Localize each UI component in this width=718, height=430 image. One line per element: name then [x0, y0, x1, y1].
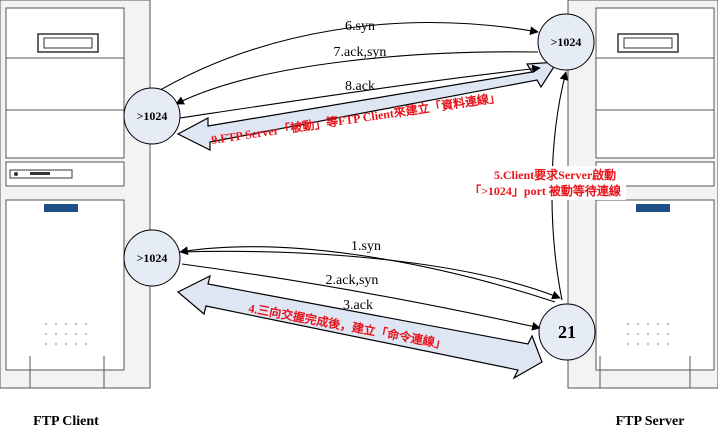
server-caption: FTP Server: [616, 414, 685, 429]
edge-7-ack-syn: [175, 51, 539, 105]
edge-label-8-ack: 8.ack: [345, 79, 375, 94]
edge-label-7-ack-syn: 7.ack,syn: [334, 45, 387, 60]
edge-label-3-ack: 3.ack: [343, 298, 373, 313]
svg-text:>1024: >1024: [137, 109, 168, 123]
client-caption: FTP Client: [33, 414, 99, 429]
client-port-node-top: >1024: [123, 87, 181, 145]
server-command-port-node: 21: [538, 303, 596, 361]
edge-6-syn: [149, 22, 539, 97]
note-step-5-line1: 5.Client要求Server啟動: [494, 167, 616, 182]
note-step-5: 5.Client要求Server啟動 「>1024」port 被動等待連線: [469, 166, 626, 200]
svg-text:>1024: >1024: [551, 35, 582, 49]
server-computer-tower: [567, 0, 718, 389]
edge-2-ack-syn: [179, 246, 556, 303]
server-data-port-node: >1024: [537, 13, 595, 71]
floppy-drive-icon: [9, 169, 73, 179]
svg-text:21: 21: [558, 322, 576, 342]
edge-3-ack: [181, 263, 541, 331]
command-connection-block-arrow: [176, 274, 543, 380]
client-port-node-bottom: >1024: [123, 229, 181, 287]
edge-8-ack: [179, 64, 541, 119]
edge-label-2-ack-syn: 2.ack,syn: [326, 273, 379, 288]
client-computer-tower: [0, 0, 151, 389]
edge-label-6-syn: 6.syn: [345, 19, 375, 34]
svg-text:>1024: >1024: [137, 251, 168, 265]
edge-label-1-syn: 1.syn: [351, 239, 381, 254]
note-step-5-line2: 「>1024」port 被動等待連線: [469, 183, 621, 198]
